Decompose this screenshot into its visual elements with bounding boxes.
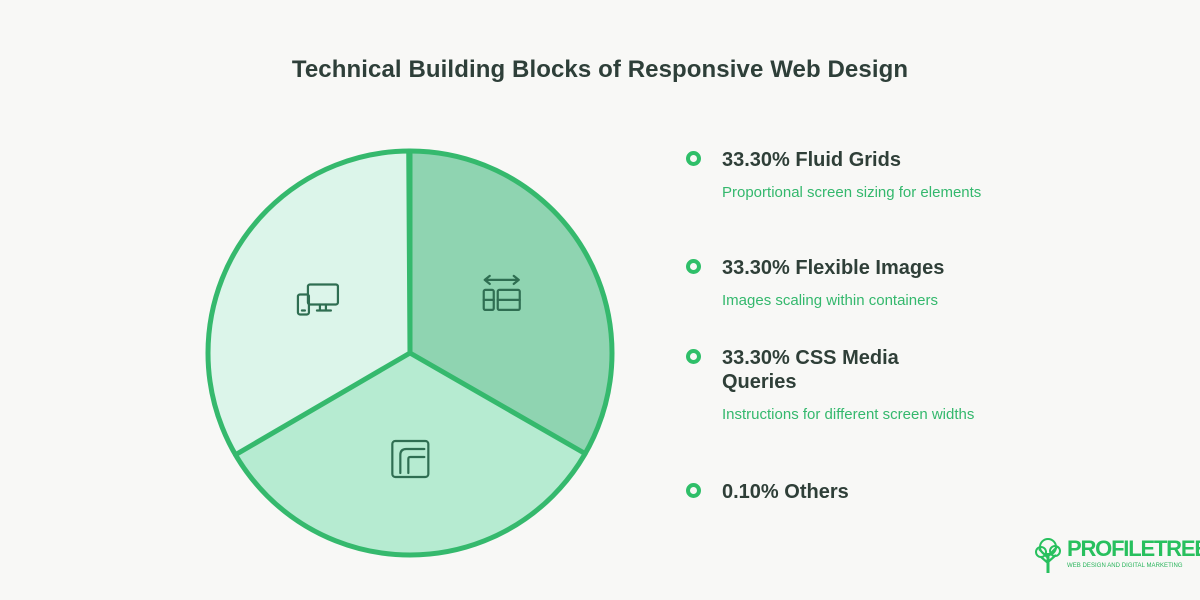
brand-tagline: WEB DESIGN AND DIGITAL MARKETING (1067, 563, 1183, 569)
legend-label: 33.30% CSS Media Queries (722, 347, 899, 393)
legend-marker-icon (686, 151, 701, 166)
chart-title: Technical Building Blocks of Responsive … (291, 56, 909, 83)
pie-outlines (205, 148, 615, 558)
pie-slice-fluid-grids (410, 151, 612, 454)
pie-icons (296, 274, 521, 479)
devices-icon (296, 283, 340, 316)
legend-label: 33.30% Flexible Images (722, 257, 945, 279)
legend-marker-icon (686, 483, 701, 498)
tree-icon (1035, 538, 1061, 573)
profiletree-logo: PROFILETREE WEB DESIGN AND DIGITAL MARKE… (1031, 535, 1200, 575)
legend-marker-icon (686, 259, 701, 274)
pie-divider-line (407, 350, 588, 457)
legend-description: Proportional screen sizing for elements (722, 184, 982, 201)
brand-name: PROFILETREE (1067, 536, 1200, 561)
legend-description: Instructions for different screen widths (722, 406, 975, 423)
legend-description: Images scaling within containers (722, 292, 938, 309)
pie-divider-line (406, 148, 413, 356)
resize-grid-icon (482, 274, 521, 312)
legend-label: 33.30% Fluid Grids (722, 149, 901, 171)
legend-label: 0.10% Others (722, 481, 849, 503)
pie-chart (205, 148, 615, 558)
image-frame-icon (391, 439, 430, 479)
pie-outline (205, 148, 615, 558)
pie-divider-line (232, 350, 413, 458)
legend-marker-icon (686, 349, 701, 364)
